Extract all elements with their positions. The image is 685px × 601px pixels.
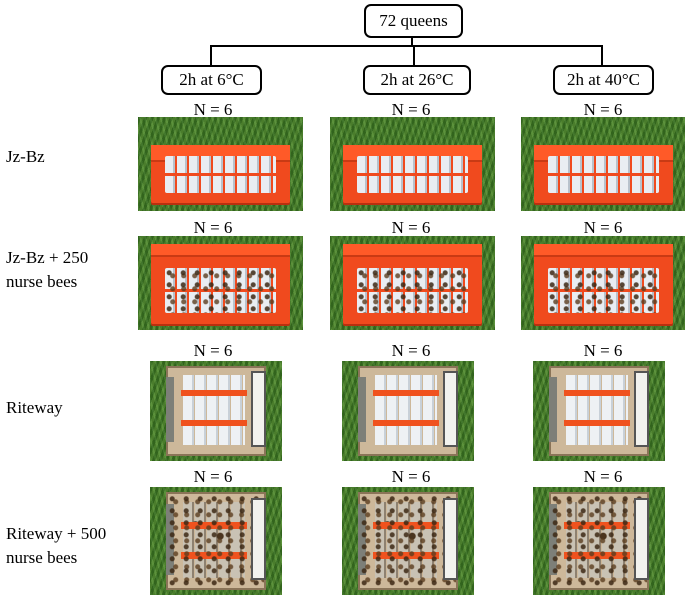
n-label: N = 6 [193,341,233,360]
row-label-jzbz: Jz-Bz [6,147,45,166]
treatment-label: 2h at 6°C [179,70,244,89]
n-label: N = 6 [583,341,623,360]
photo-riteway-40c [533,361,665,461]
treatment-box-26c: 2h at 26°C [363,65,471,95]
row-label-jzbz-nurse: Jz-Bz + 250 nurse bees [6,246,88,294]
row-label-riteway-nurse: Riteway + 500 nurse bees [6,522,106,570]
n-label: N = 6 [391,467,431,486]
n-label: N = 6 [193,100,233,119]
photo-jzbz-6c [138,117,303,211]
n-label: N = 6 [583,467,623,486]
tree-drop-right [601,45,603,65]
row-label-line: Riteway + 500 [6,524,107,543]
n-label: N = 6 [193,218,233,237]
n-label: N = 6 [583,100,623,119]
photo-riteway-6c [150,361,282,461]
photo-jzbz-40c [521,117,685,211]
photo-jzbz-nurse-26c [330,236,495,330]
root-node-box: 72 queens [364,4,463,38]
photo-jzbz-26c [330,117,495,211]
treatment-label: 2h at 40°C [567,70,640,89]
photo-riteway-nurse-6c [150,487,282,595]
n-label: N = 6 [391,218,431,237]
tree-drop-center [413,45,415,65]
n-label: N = 6 [583,218,623,237]
photo-jzbz-nurse-40c [521,236,685,330]
row-label-line: nurse bees [6,272,78,291]
row-label-line: Jz-Bz + 250 [6,248,89,267]
treatment-label: 2h at 26°C [380,70,454,89]
treatment-box-40c: 2h at 40°C [553,65,654,95]
row-label-riteway: Riteway [6,398,63,417]
photo-riteway-nurse-40c [533,487,665,595]
row-label-line: nurse bees [6,548,78,567]
tree-branch-bar [210,45,602,47]
n-label: N = 6 [391,341,431,360]
tree-stem [411,38,413,46]
tree-drop-left [210,45,212,65]
n-label: N = 6 [391,100,431,119]
treatment-box-6c: 2h at 6°C [161,65,262,95]
photo-jzbz-nurse-6c [138,236,303,330]
root-node-label: 72 queens [379,11,448,30]
n-label: N = 6 [193,467,233,486]
photo-riteway-26c [342,361,474,461]
photo-riteway-nurse-26c [342,487,474,595]
